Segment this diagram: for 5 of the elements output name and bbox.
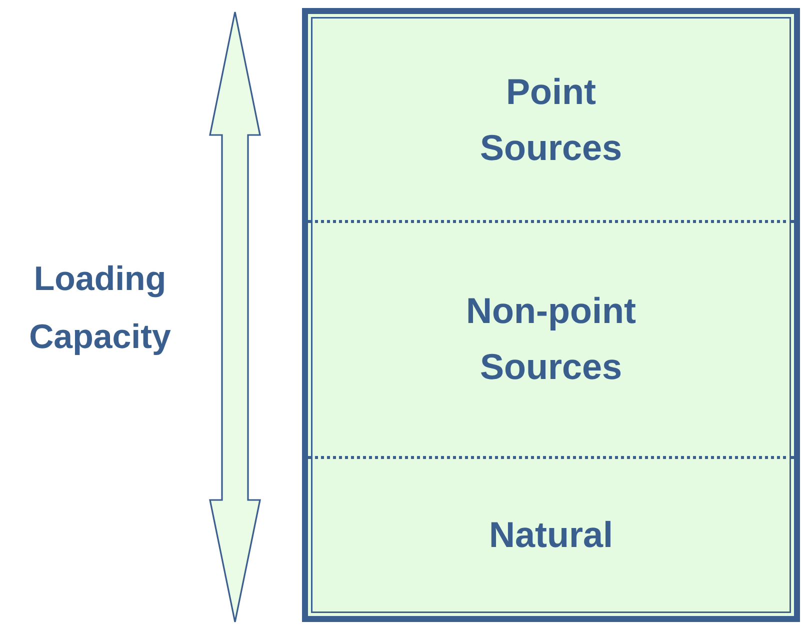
stacked-box [302, 8, 800, 622]
axis-label: Loading Capacity [28, 259, 172, 358]
layer-label: Non-point Sources [465, 289, 637, 390]
layer-label: Point Sources [478, 70, 624, 170]
layer-label: Natural [488, 512, 614, 557]
